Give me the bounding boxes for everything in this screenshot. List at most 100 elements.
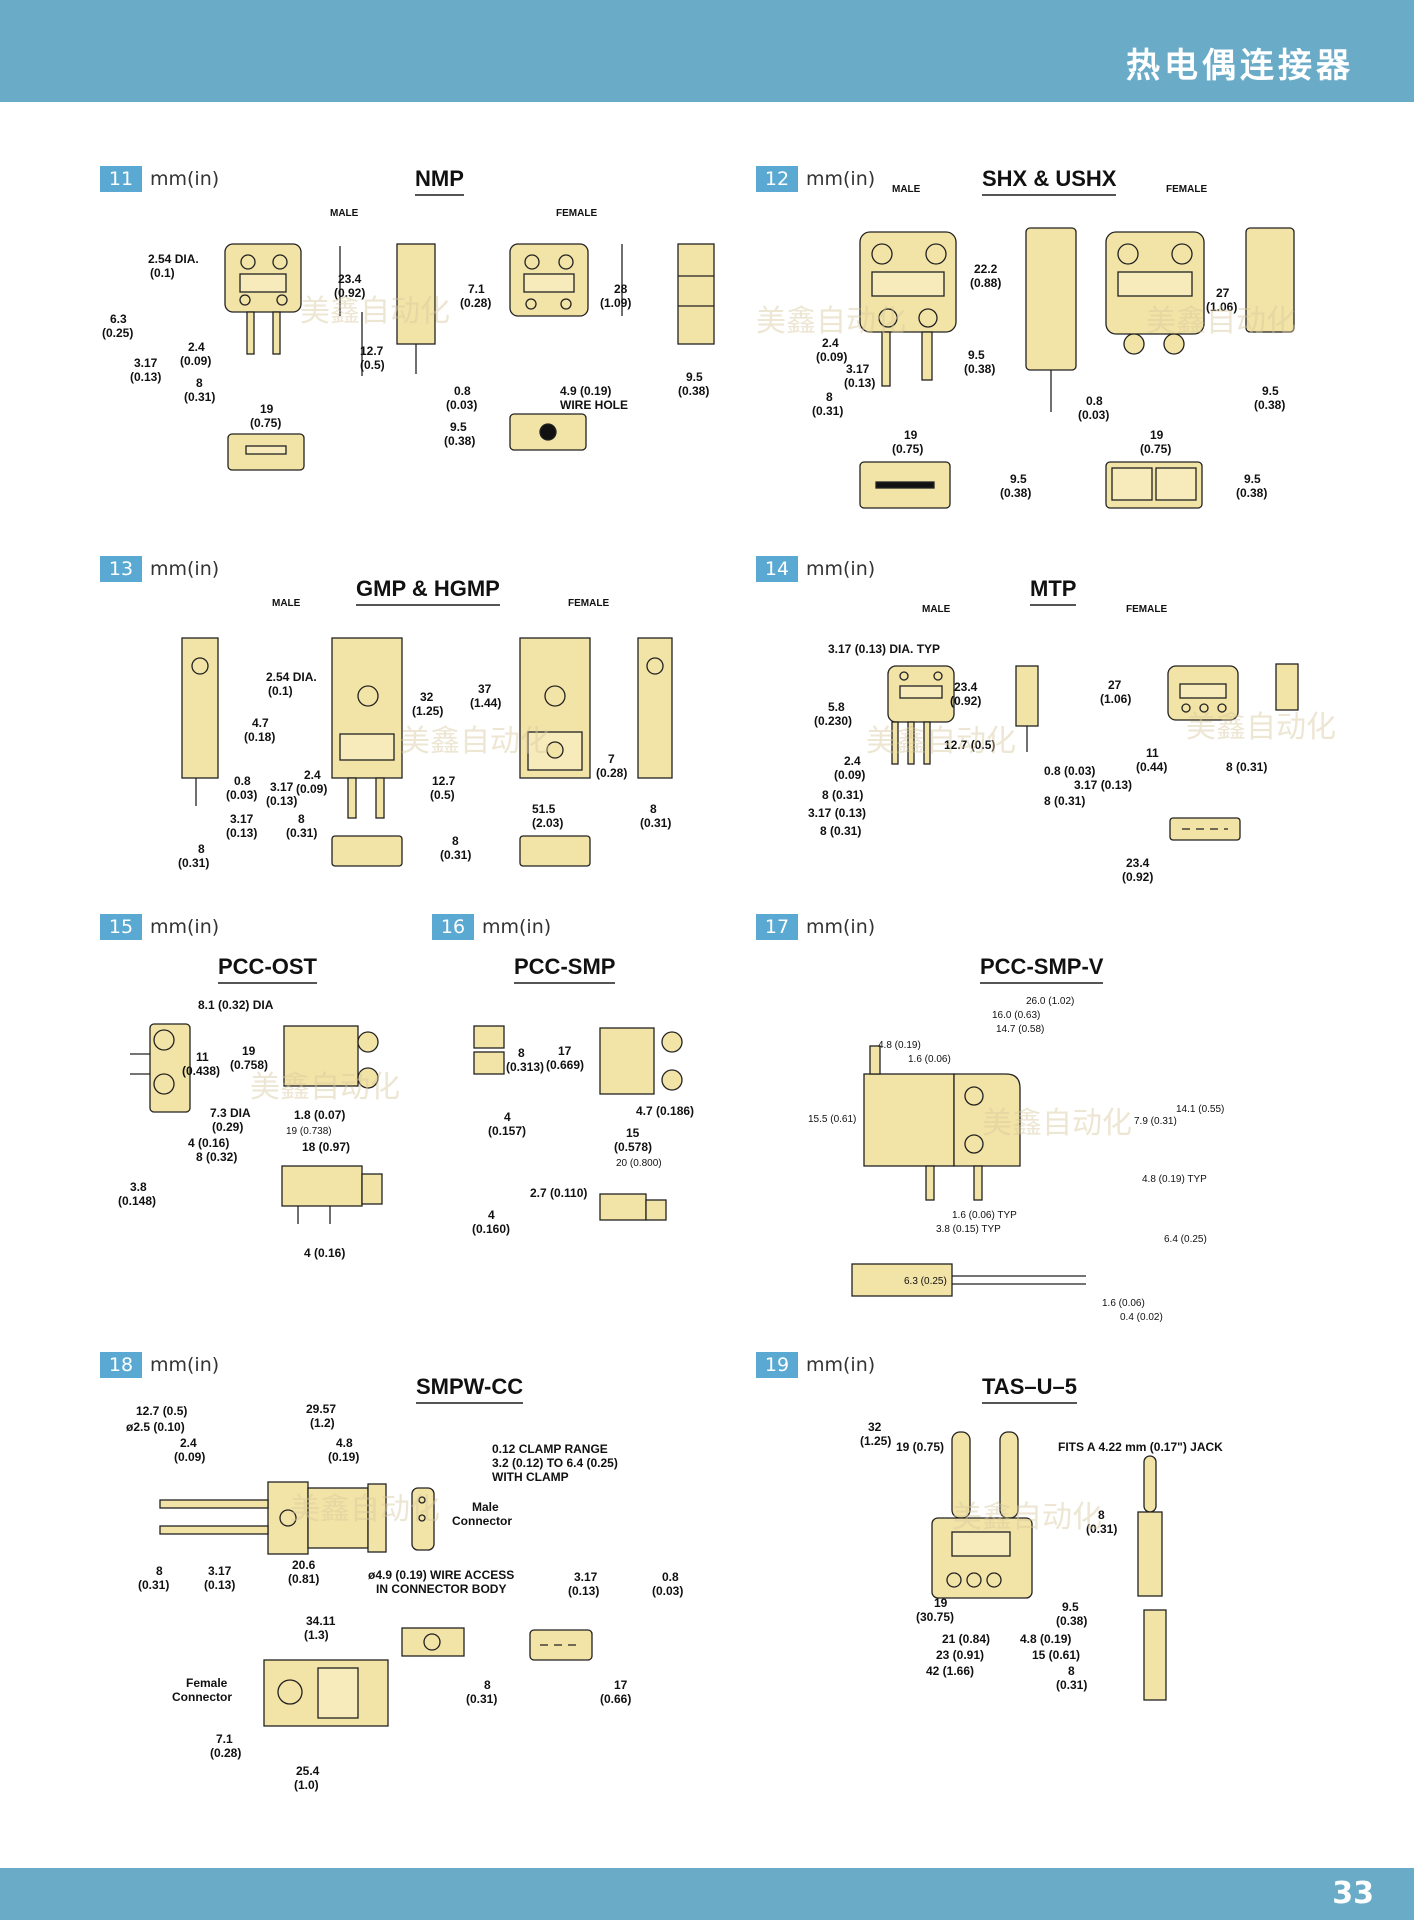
- dim-label: (0.313): [506, 1060, 545, 1074]
- dim-label: 2.4: [844, 754, 861, 768]
- male-label: MALE: [330, 208, 359, 219]
- shx-drawing: [859, 227, 1295, 509]
- section-number: 17: [756, 914, 798, 940]
- dim-label: 20.6: [292, 1558, 316, 1572]
- dim-label: 8: [156, 1564, 163, 1578]
- pcc-smp-drawing: [473, 1025, 683, 1221]
- dim-label: 4.9 (0.19): [560, 384, 612, 398]
- dim-label: 9.5: [1244, 472, 1261, 486]
- dim-label: 3.17: [134, 356, 158, 370]
- unit-label: mm(in): [806, 916, 876, 938]
- dim-label: 3.17: [846, 362, 870, 376]
- dim-label: 4.7 (0.186): [636, 1104, 695, 1118]
- dim-label: 4: [488, 1208, 495, 1222]
- dim-label: (0.09): [816, 350, 848, 364]
- dim-label: (0.438): [182, 1064, 221, 1078]
- female-label: FEMALE: [556, 208, 598, 219]
- dim-label: 3.17 (0.13): [1074, 778, 1133, 792]
- dim-label: 7.1: [216, 1732, 233, 1746]
- dim-label: (0.31): [286, 826, 318, 840]
- dim-label: 0.8: [662, 1570, 679, 1584]
- smpw-cc-drawing: [159, 1481, 593, 1727]
- dim-label: 8 (0.32): [196, 1150, 238, 1164]
- dim-label: 1.6 (0.06) TYP: [952, 1210, 1017, 1221]
- dim-label: 27: [1216, 286, 1230, 300]
- dim-label: (0.92): [1122, 870, 1154, 884]
- dim-label: 15: [626, 1126, 640, 1140]
- dim-label: 2.54 DIA.: [266, 670, 317, 684]
- nmp-drawing: [224, 243, 715, 471]
- male-label: MALE: [272, 598, 301, 609]
- dim-label: 8 (0.31): [820, 824, 862, 838]
- dim-label: (0.03): [226, 788, 258, 802]
- section-15: 15 mm(in) PCC-OST 8.1 (0.32) DIA 11 (0.4…: [100, 914, 430, 1274]
- dim-label: 32: [868, 1420, 882, 1434]
- dim-label: (0.28): [210, 1746, 242, 1760]
- dim-label: (0.09): [180, 354, 212, 368]
- dim-label: Male: [472, 1500, 499, 1514]
- dim-label: 4 (0.16): [188, 1136, 230, 1150]
- dim-label: (0.03): [652, 1584, 684, 1598]
- section-number: 15: [100, 914, 142, 940]
- dim-label: 7: [608, 752, 615, 766]
- dim-label: (0.31): [184, 390, 216, 404]
- pcc-smp-v-drawing: [851, 1045, 1086, 1297]
- dim-label: WITH CLAMP: [492, 1470, 569, 1484]
- dim-label: 9.5: [968, 348, 985, 362]
- section-title: SMPW-CC: [416, 1374, 524, 1404]
- watermark: 美鑫自动化: [290, 1492, 440, 1527]
- female-label: FEMALE: [1126, 604, 1168, 615]
- dim-label: 27: [1108, 678, 1122, 692]
- section-title: PCC-SMP-V: [980, 954, 1104, 984]
- dim-label: (0.157): [488, 1124, 527, 1138]
- dim-label: (0.13): [204, 1578, 236, 1592]
- dim-label: (0.38): [1236, 486, 1268, 500]
- dim-label: 7.1: [468, 282, 485, 296]
- dim-label: (0.1): [268, 684, 293, 698]
- watermark: 美鑫自动化: [1186, 710, 1336, 745]
- dim-label: 28: [614, 282, 628, 296]
- dim-label: (1.0): [294, 1778, 319, 1792]
- dim-label: 25.4: [296, 1764, 320, 1778]
- dim-label: 2.54 DIA.: [148, 252, 199, 266]
- dim-label: 21 (0.84): [942, 1632, 991, 1646]
- dim-label: (0.88): [970, 276, 1002, 290]
- dim-label: (0.28): [596, 766, 628, 780]
- unit-label: mm(in): [806, 1354, 876, 1376]
- dim-label: 5.8: [828, 700, 845, 714]
- dim-label: WIRE HOLE: [560, 398, 628, 412]
- dim-label: 14.1 (0.55): [1176, 1104, 1225, 1115]
- dim-label: 8: [452, 834, 459, 848]
- dim-label: 19: [934, 1596, 948, 1610]
- dim-label: (1.25): [412, 704, 444, 718]
- dim-label: 23.4: [1126, 856, 1150, 870]
- dim-label: 11: [1146, 746, 1159, 760]
- dim-label: (1.09): [600, 296, 632, 310]
- dim-label: (0.38): [1000, 486, 1032, 500]
- dim-label: 19: [260, 402, 274, 416]
- dim-label: (0.66): [600, 1692, 632, 1706]
- dim-label: 8: [198, 842, 205, 856]
- dim-label: 23.4: [954, 680, 978, 694]
- section-18: 18 mm(in) SMPW-CC 12.7 (0.5) ø2.5 (0.10)…: [100, 1352, 720, 1812]
- dim-label: (0.13): [226, 826, 258, 840]
- dim-label: (2.03): [532, 816, 564, 830]
- dim-label: 8: [826, 390, 833, 404]
- dim-label: (0.38): [964, 362, 996, 376]
- dim-label: 0.8: [1086, 394, 1103, 408]
- dim-label: 19: [1150, 428, 1164, 442]
- section-13: 13 mm(in) GMP & HGMP MALE FEMALE 2.54 DI…: [100, 556, 720, 876]
- dim-label: 15.5 (0.61): [808, 1114, 857, 1125]
- dim-label: 8 (0.31): [822, 788, 864, 802]
- dim-label: 18 (0.97): [302, 1140, 351, 1154]
- section-title: TAS–U–5: [982, 1374, 1077, 1404]
- dim-label: 9.5: [450, 420, 467, 434]
- watermark: 美鑫自动化: [952, 1500, 1102, 1535]
- unit-label: mm(in): [150, 1354, 220, 1376]
- dim-label: (0.75): [892, 442, 924, 456]
- dim-label: 2.7 (0.110): [530, 1186, 588, 1200]
- dim-label: (0.75): [1140, 442, 1172, 456]
- dim-label: 2.4: [304, 768, 321, 782]
- dim-label: 19 (0.738): [286, 1126, 332, 1137]
- dim-label: 8: [650, 802, 657, 816]
